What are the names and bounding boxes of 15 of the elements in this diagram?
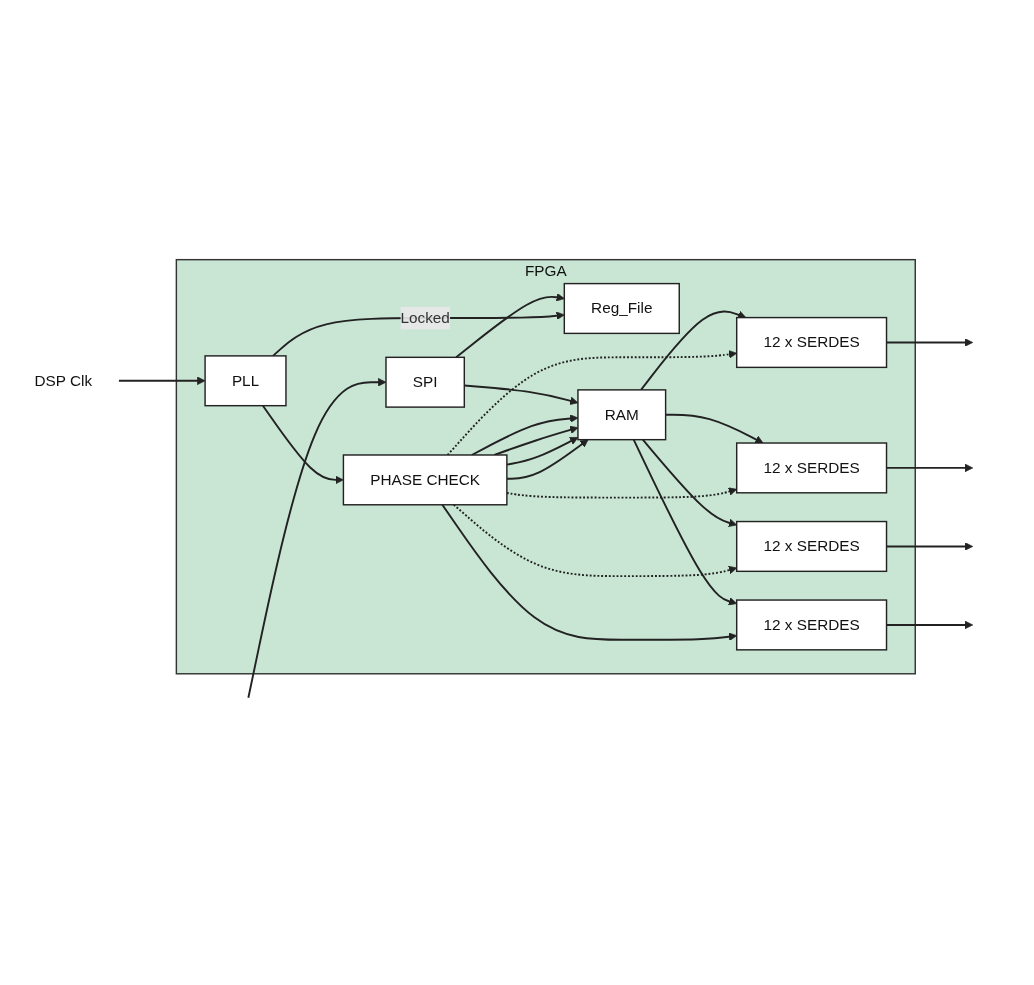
node-box: SPI (385, 357, 466, 409)
node-text: DSP Clk (34, 372, 93, 389)
node-box: 12 x SERDES (735, 599, 888, 651)
node-box: PHASE CHECK (342, 454, 508, 506)
node-box: 12 x SERDES (735, 521, 888, 573)
arrow (117, 377, 206, 386)
node-box: RAM (577, 389, 667, 441)
edge-label: Locked (400, 309, 450, 327)
node-box: 12 x SERDES (735, 317, 888, 369)
node-box: Reg_File (563, 283, 680, 335)
arrow (261, 405, 344, 485)
arrow (441, 504, 738, 642)
node-box: PLL (204, 355, 287, 407)
node-box: 12 x SERDES (735, 442, 888, 494)
arrow (640, 311, 747, 392)
